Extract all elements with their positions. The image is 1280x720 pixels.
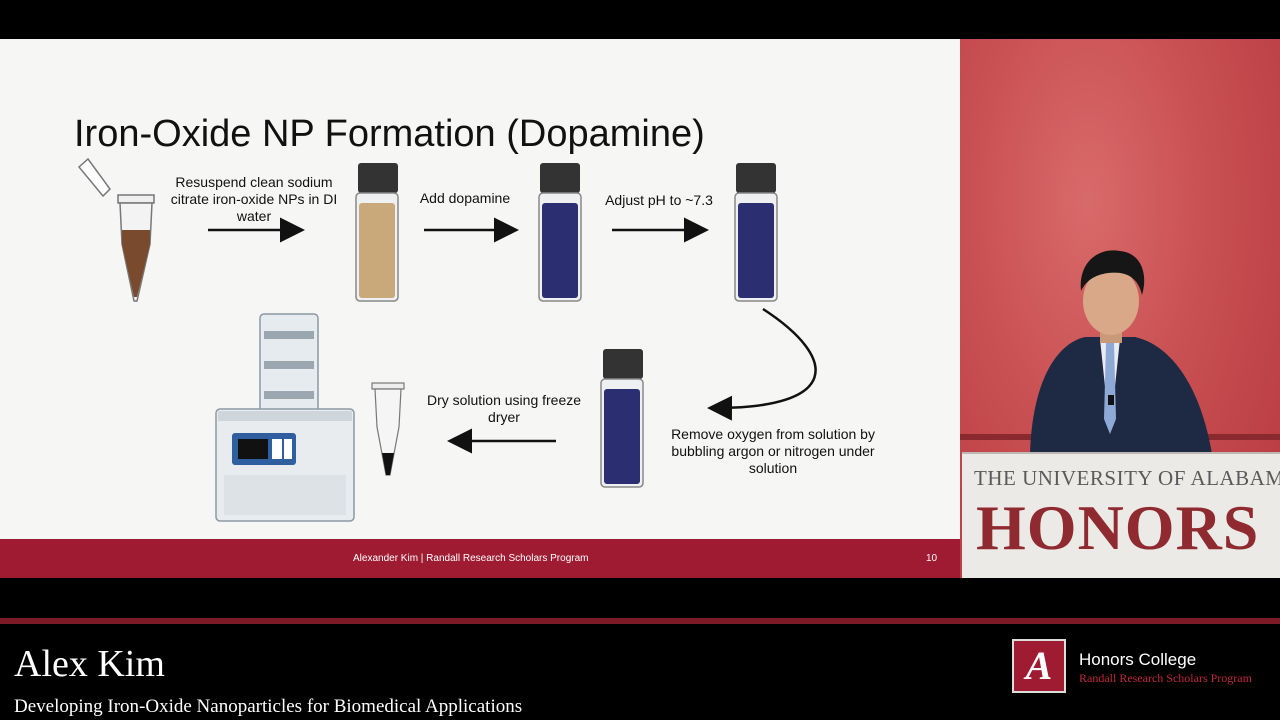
honors-sign: HONORS (976, 492, 1260, 563)
arrow-curved (707, 307, 817, 421)
speaker-figure (960, 250, 1280, 454)
step-add-dopamine-label: Add dopamine (419, 190, 511, 206)
step-dry-label: Dry solution using freeze dryer (426, 392, 582, 425)
logo-letter: A (1025, 643, 1053, 688)
alabama-logo: A (1012, 639, 1066, 693)
footer-text: Alexander Kim | Randall Research Scholar… (353, 553, 589, 564)
presentation-slide: Iron-Oxide NP Formation (Dopamine) (0, 39, 960, 578)
step-remove-oxygen-label: Remove oxygen from solution by bubbling … (671, 426, 875, 476)
lower-third-banner: Alex Kim Developing Iron-Oxide Nanoparti… (0, 618, 1280, 720)
vial-blue-icon (734, 163, 778, 302)
podium-sign: THE UNIVERSITY OF ALABAMA® HONORS (962, 452, 1280, 578)
process-diagram (77, 157, 817, 522)
freeze-dryer-icon (215, 313, 355, 522)
step-adjust-ph-label: Adjust pH to ~7.3 (605, 192, 713, 208)
university-name: THE UNIVERSITY OF ALABAMA® (974, 466, 1280, 490)
talk-title: Developing Iron-Oxide Nanoparticles for … (14, 696, 523, 717)
centrifuge-tube-icon (77, 157, 155, 302)
slide-footer: Alexander Kim | Randall Research Scholar… (0, 539, 960, 578)
college-name: Honors College (1079, 650, 1197, 669)
vial-tan-icon (355, 163, 399, 302)
step-resuspend-label: Resuspend clean sodium citrate iron-oxid… (170, 174, 338, 224)
program-name: Randall Research Scholars Program (1079, 671, 1252, 685)
small-tube-icon (371, 382, 405, 476)
slide-title: Iron-Oxide NP Formation (Dopamine) (74, 113, 705, 155)
vial-blue-icon (538, 163, 582, 302)
slide-page-number: 10 (926, 553, 938, 564)
speaker-name: Alex Kim (14, 643, 165, 685)
vial-blue-icon (600, 349, 644, 488)
